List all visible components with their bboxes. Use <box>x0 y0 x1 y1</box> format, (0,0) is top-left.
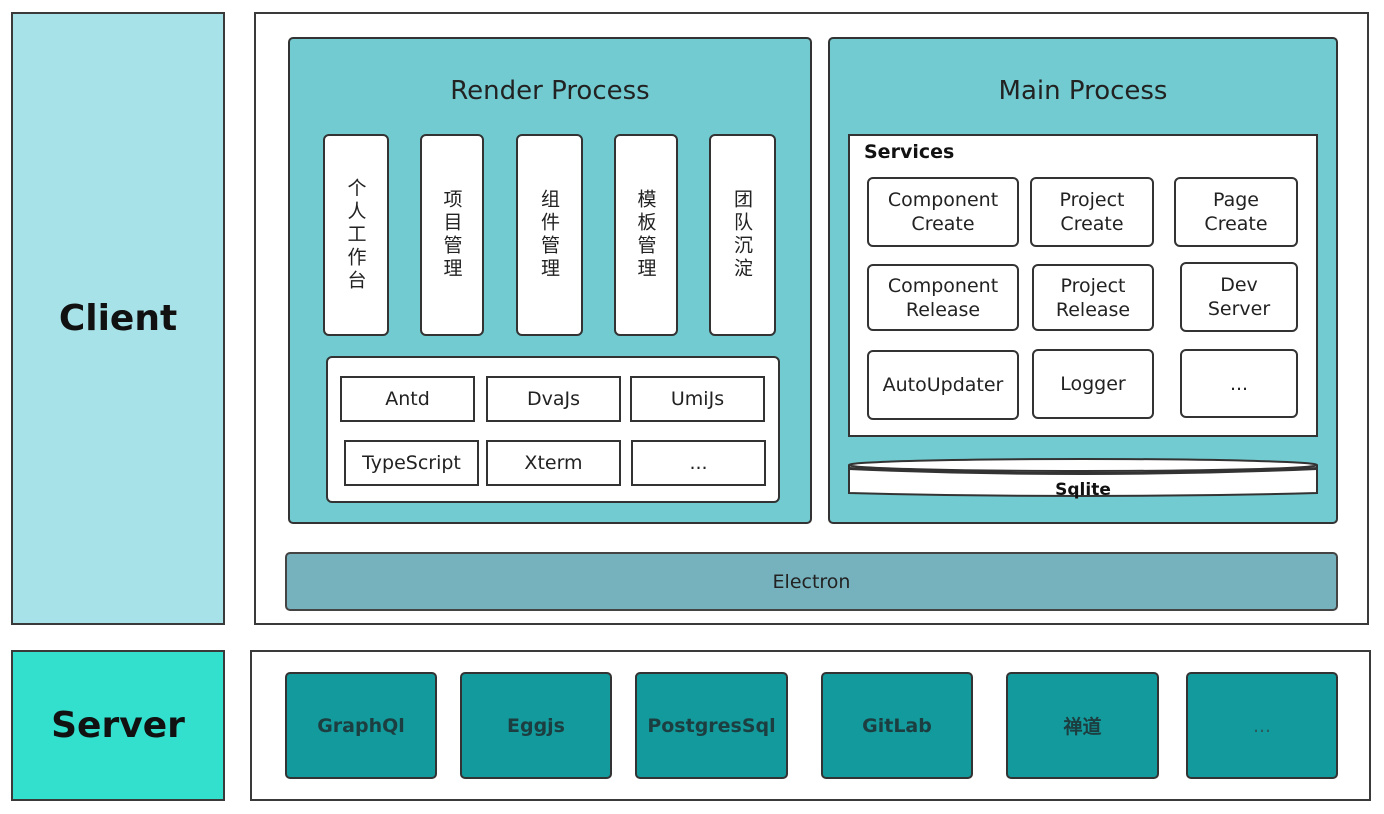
module-tile-team-knowledge: 团队沉淀 <box>709 134 776 336</box>
service-label: AutoUpdater <box>882 374 1004 396</box>
service-autoupdater: AutoUpdater <box>867 350 1019 420</box>
render-process-title: Render Process <box>450 76 650 106</box>
server-item: GitLab <box>821 672 973 779</box>
client-layer-label: Client <box>11 12 225 625</box>
module-label: 项目管理 <box>440 189 463 281</box>
server-item: ... <box>1186 672 1338 779</box>
library-item: DvaJs <box>486 376 621 422</box>
services-title: Services <box>864 141 955 163</box>
service-label: Create <box>911 213 975 235</box>
service-label: Project <box>1060 274 1126 297</box>
library-item: Xterm <box>486 440 621 486</box>
module-label: 个人工作台 <box>344 177 367 293</box>
service-label: Server <box>1207 298 1271 320</box>
server-layer-label: Server <box>11 650 225 801</box>
service-label: Release <box>1055 298 1131 321</box>
library-item: Antd <box>340 376 475 422</box>
server-item: GraphQl <box>285 672 437 779</box>
library-item: UmiJs <box>630 376 765 422</box>
database-label: Sqlite <box>1055 480 1111 500</box>
server-item: 禅道 <box>1006 672 1159 779</box>
service-label: Release <box>905 298 981 321</box>
main-process-title: Main Process <box>998 76 1168 106</box>
module-label: 模板管理 <box>634 189 657 281</box>
service-label: Create <box>1204 213 1268 235</box>
service-logger: Logger <box>1032 349 1154 419</box>
module-label: 组件管理 <box>538 189 560 281</box>
service-label: Logger <box>1060 373 1126 395</box>
service-label: Component <box>887 274 999 297</box>
service-label: Dev <box>1220 274 1258 296</box>
module-tile-component-management: 组件管理 <box>516 134 583 336</box>
server-item: PostgresSql <box>635 672 788 779</box>
electron-layer: Electron <box>285 552 1338 611</box>
service-label: ... <box>1229 372 1249 395</box>
library-item: TypeScript <box>344 440 479 486</box>
module-tile-template-management: 模板管理 <box>614 134 678 336</box>
library-item: ... <box>631 440 766 486</box>
module-label: 团队沉淀 <box>731 189 753 281</box>
server-item: Eggjs <box>460 672 612 779</box>
service-label: Project <box>1059 189 1125 211</box>
service-label: Page <box>1212 189 1259 211</box>
module-tile-project-management: 项目管理 <box>420 134 484 336</box>
service-label: Create <box>1060 213 1124 235</box>
module-tile-workbench: 个人工作台 <box>323 134 389 336</box>
service-label: Component <box>887 189 999 211</box>
service-more: ... <box>1180 349 1298 418</box>
database-icon <box>848 458 1318 497</box>
